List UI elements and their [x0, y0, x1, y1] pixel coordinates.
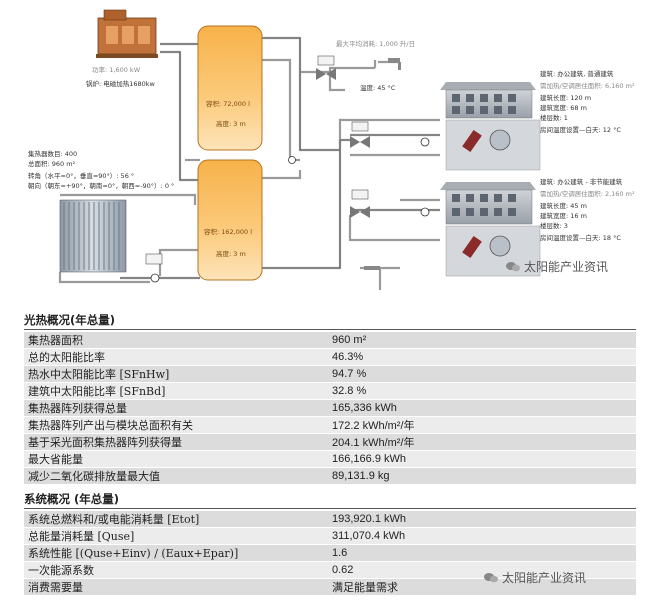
system-section-title: 系统概况 (年总量): [24, 492, 120, 506]
row-value: 1.6: [328, 544, 636, 562]
tank-bottom-height: 高度: 3 m: [216, 250, 246, 258]
watermark-top: 太阳能产业资讯: [506, 258, 608, 275]
row-label: 总能量消耗量 [Quse]: [24, 527, 328, 545]
building1-length: 建筑长度: 120 m: [540, 94, 592, 102]
building2-name: 建筑: 办公建筑 - 非节能建筑: [540, 178, 623, 186]
row-label: 总的太阳能比率: [24, 348, 328, 366]
row-label: 基于采光面积集热器阵列获得量: [24, 433, 328, 451]
building2-length: 建筑长度: 45 m: [540, 202, 587, 210]
system-section-rule: [24, 508, 636, 509]
row-label: 集热器阵列产出与模块总面积有关: [24, 416, 328, 434]
solar-section-rule: [24, 329, 636, 330]
row-value: 166,166.9 kWh: [328, 450, 636, 468]
building1-width: 建筑宽度: 68 m: [540, 104, 587, 112]
tank-top-volume: 容积: 72,000 l: [206, 100, 250, 108]
table-row: 系统总燃料和/或电能消耗量 [Etot]193,920.1 kWh: [24, 511, 636, 528]
row-value: 32.8 %: [328, 382, 636, 400]
watermark-bottom: 太阳能产业资讯: [484, 569, 586, 586]
row-label: 最大省能量: [24, 450, 328, 468]
collector-tilt: 转角（水平=0°，垂直=90°）: 56 °: [28, 172, 135, 180]
row-value: 204.1 kWh/m²/年: [328, 433, 636, 451]
row-label: 集热器面积: [24, 332, 328, 349]
solar-collector-array: [59, 199, 127, 273]
wechat-icon: [506, 262, 520, 272]
row-value: 89,131.9 kg: [328, 467, 636, 485]
building-2: [440, 182, 541, 277]
solar-section-title: 光热概况(年总量): [24, 313, 116, 327]
schematic-svg: [58, 9, 541, 290]
building2-area: 需加热/空调居住面积: 2,160 m²: [540, 190, 635, 198]
row-value: 311,070.4 kWh: [328, 527, 636, 545]
building1-setpoint: 房间温度设置—白天: 12 °C: [540, 126, 621, 134]
dhw-consumption-label: 最大平均消耗: 1,000 升/日: [336, 40, 416, 48]
mixing-valve-dhw: [316, 55, 336, 80]
building-1: [440, 82, 541, 171]
watermark-top-text: 太阳能产业资讯: [524, 260, 609, 274]
mixing-valve-2: [350, 189, 370, 218]
tap-icon: [364, 58, 401, 270]
collector-area: 总面积: 960 m²: [28, 160, 76, 168]
row-value: 94.7 %: [328, 365, 636, 383]
row-value: 193,920.1 kWh: [328, 511, 636, 528]
row-label: 一次能源系数: [24, 561, 328, 579]
row-value: 960 m²: [328, 332, 636, 349]
table-row: 总能量消耗量 [Quse]311,070.4 kWh: [24, 527, 636, 545]
row-value: 46.3%: [328, 348, 636, 366]
wechat-icon: [484, 573, 498, 583]
storage-tank-bottom: [197, 159, 263, 281]
row-label: 热水中太阳能比率 [SFnHw]: [24, 365, 328, 383]
boiler: [96, 9, 158, 58]
table-row: 消费需要量满足能量需求: [24, 578, 636, 596]
mixing-valve-1: [350, 121, 370, 148]
row-value: 0.62: [328, 561, 636, 579]
row-label: 系统总燃料和/或电能消耗量 [Etot]: [24, 511, 328, 528]
collector-count: 集热器数目: 400: [28, 150, 78, 158]
building2-setpoint: 房间温度设置—白天: 18 °C: [540, 234, 621, 242]
row-value: 165,336 kWh: [328, 399, 636, 417]
table-row: 热水中太阳能比率 [SFnHw]94.7 %: [24, 365, 636, 383]
system-diagram: 功率: 1,600 kW 锅炉: 电磁加热1680kw 最大平均消耗: 1,00…: [0, 0, 658, 300]
controller-box: [145, 253, 163, 265]
table-row: 建筑中太阳能比率 [SFnBd]32.8 %: [24, 382, 636, 400]
collector-orientation: 朝向（朝东=+90°，朝南=0°，朝西=-90°）: 0 °: [28, 182, 175, 190]
row-label: 系统性能 [(Quse+Einv) / (Eaux+Epar)]: [24, 544, 328, 562]
row-label: 建筑中太阳能比率 [SFnBd]: [24, 382, 328, 400]
building1-name: 建筑: 办公建筑, 普通建筑: [540, 70, 614, 78]
tank-bottom-volume: 容积: 162,000 l: [204, 228, 253, 236]
row-label: 集热器阵列获得总量: [24, 399, 328, 417]
pumps: [150, 137, 430, 283]
row-label: 消费需要量: [24, 578, 328, 596]
table-row: 系统性能 [(Quse+Einv) / (Eaux+Epar)]1.6: [24, 544, 636, 562]
watermark-bottom-text: 太阳能产业资讯: [502, 571, 587, 585]
row-value: 172.2 kWh/m²/年: [328, 416, 636, 434]
building2-width: 建筑宽度: 16 m: [540, 212, 587, 220]
boiler-power-label: 功率: 1,600 kW: [92, 66, 141, 74]
boiler-label: 锅炉: 电磁加热1680kw: [86, 80, 155, 88]
storage-tank-top: [197, 25, 263, 151]
row-label: 减少二氧化碳排放量最大值: [24, 467, 328, 485]
building1-area: 需加热/空调居住面积: 6,160 m²: [540, 82, 635, 90]
building1-floors: 楼层数: 1: [540, 114, 568, 122]
building2-floors: 楼层数: 3: [540, 222, 568, 230]
row-value: 满足能量需求: [328, 578, 636, 596]
dhw-temp-label: 温度: 45 °C: [360, 84, 396, 92]
tank-top-height: 高度: 3 m: [216, 120, 246, 128]
